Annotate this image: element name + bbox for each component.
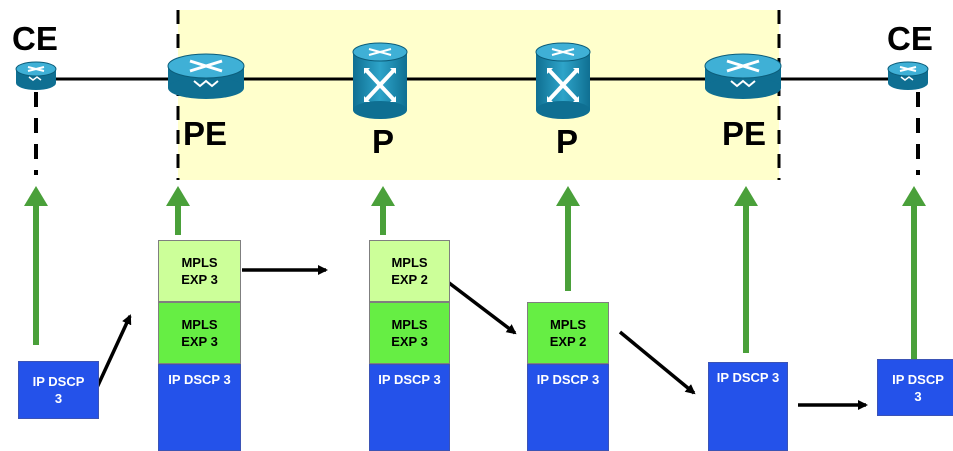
p1-mpls-mid-label: MPLS EXP 3 — [369, 302, 450, 364]
p1-mpls-mid-text: MPLS EXP 3 — [391, 317, 428, 349]
ce-right-router-icon — [887, 61, 929, 90]
p1-mpls-top-text: MPLS EXP 2 — [391, 255, 428, 287]
pe-left-label: PE — [183, 115, 228, 152]
p1-ip-header: IP DSCP 3 — [369, 364, 450, 451]
green-arrow-ce-left — [24, 186, 48, 345]
ce-right-ip-header: IP DSCP 3 — [877, 359, 953, 416]
pe-right-router-icon — [704, 53, 782, 99]
provider-zone — [178, 10, 779, 180]
p1-switch-router-icon — [352, 42, 408, 119]
p2-mpls-top-label: MPLS EXP 2 — [527, 302, 609, 364]
pe-left-mpls-mid-text: MPLS EXP 3 — [181, 317, 218, 349]
ce-left-label: CE — [12, 20, 58, 57]
pe-right-label: PE — [722, 115, 767, 152]
p1-ip-header-label: IP DSCP 3 — [378, 372, 441, 387]
p1-label: P — [372, 123, 395, 160]
green-arrow-pe-right — [734, 186, 758, 353]
green-arrow-pe-left — [166, 186, 190, 235]
ce-right-ip-header-label: IP DSCP 3 — [892, 371, 944, 404]
ce-left-router-icon — [15, 61, 57, 90]
pe-left-mpls-top-text: MPLS EXP 3 — [181, 255, 218, 287]
p2-switch-router-icon — [535, 42, 591, 119]
pe-left-ip-header: IP DSCP 3 — [158, 364, 241, 451]
p2-ip-header: IP DSCP 3 — [527, 364, 609, 451]
green-arrow-ce-right — [902, 186, 926, 360]
green-arrow-p2 — [556, 186, 580, 291]
ce-right-label: CE — [887, 20, 933, 57]
p1-mpls-top-label: MPLS EXP 2 — [369, 240, 450, 302]
green-arrows — [24, 186, 926, 360]
pe-right-ip-header: IP DSCP 3 — [708, 362, 788, 451]
green-arrow-p1 — [371, 186, 395, 235]
ce-left-ip-header-label: IP DSCP 3 — [32, 374, 85, 406]
pe-left-mpls-mid-label: MPLS EXP 3 — [158, 302, 241, 364]
p2-label: P — [556, 123, 579, 160]
pe-left-ip-header-label: IP DSCP 3 — [168, 372, 231, 387]
p2-mpls-top-text: MPLS EXP 2 — [549, 317, 587, 349]
p2-ip-header-label: IP DSCP 3 — [536, 372, 600, 387]
pe-right-ip-header-label: IP DSCP 3 — [716, 370, 780, 385]
pe-left-mpls-top-label: MPLS EXP 3 — [158, 240, 241, 302]
pe-left-router-icon — [167, 53, 245, 99]
flow-arrow-p2-to-pe — [618, 330, 696, 395]
ce-left-ip-header: IP DSCP 3 — [18, 361, 99, 419]
